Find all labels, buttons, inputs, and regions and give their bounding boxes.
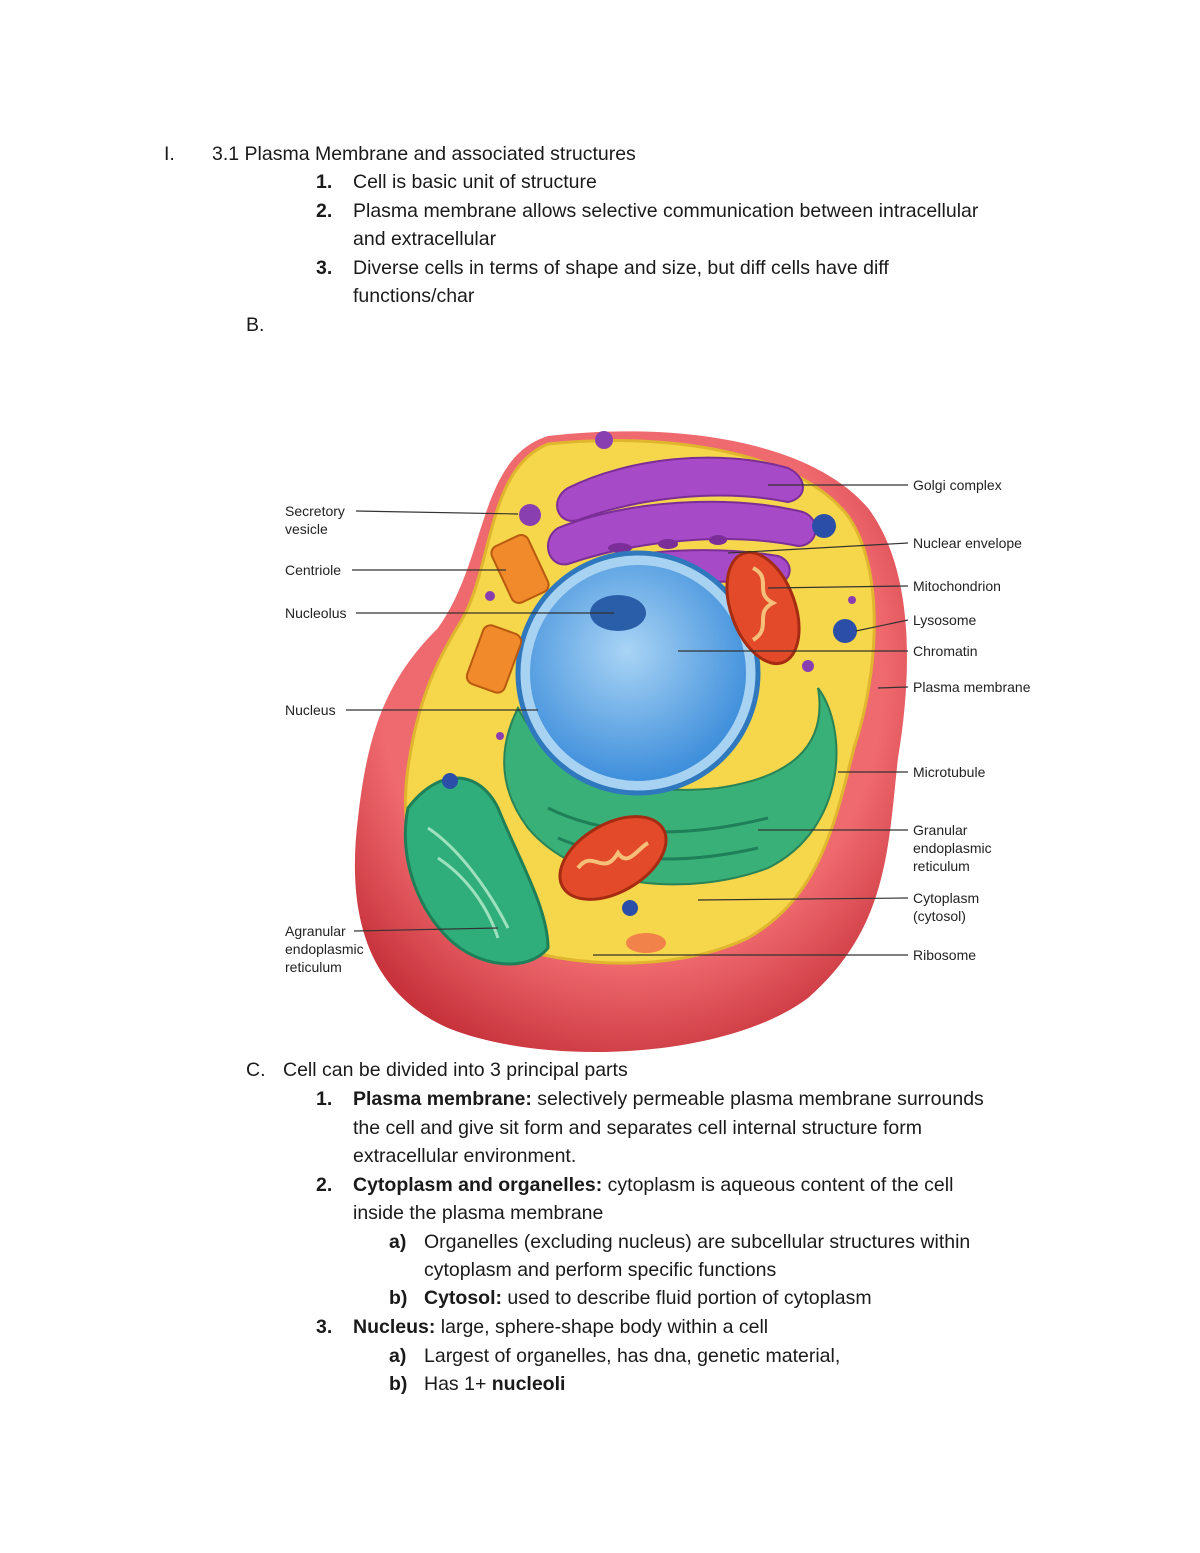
label-centriole: Centriole	[285, 562, 341, 578]
sub-item-marker: a)	[389, 1345, 407, 1367]
label-lysosome: Lysosome	[913, 612, 977, 628]
mitochondrion-shape-2	[558, 815, 668, 901]
list-item-number: 1.	[316, 1088, 333, 1110]
list-item-text: Nucleus: large, sphere-shape body within…	[353, 1313, 768, 1341]
list-item-text: Diverse cells in terms of shape and size…	[353, 257, 889, 279]
section-c-title: Cell can be divided into 3 principal par…	[283, 1059, 628, 1081]
list-item-number: 1.	[316, 171, 333, 193]
agranular-er	[403, 776, 550, 966]
list-item-text: Plasma membrane allows selective communi…	[353, 200, 979, 222]
list-item-number: 3.	[316, 257, 333, 279]
term-cytosol: Cytosol:	[424, 1287, 502, 1309]
label-granular-er-line3: reticulum	[913, 858, 970, 874]
term-nucleoli: nucleoli	[491, 1373, 566, 1395]
definition-text: large, sphere-shape body within a cell	[435, 1316, 769, 1338]
mitochondrion-shape	[725, 550, 801, 666]
section-i-marker: I.	[164, 143, 175, 165]
nucleolus-shape	[590, 595, 646, 631]
sub-item-text: Has 1+ nucleoli	[424, 1370, 565, 1398]
label-agranular-er-line2: endoplasmic	[285, 941, 364, 957]
label-cytoplasm: Cytoplasm	[913, 890, 979, 906]
label-microtubule: Microtubule	[913, 764, 986, 780]
sub-item-marker: a)	[389, 1231, 407, 1253]
sub-b-marker: B.	[246, 314, 265, 336]
list-item-text: Cell is basic unit of structure	[353, 171, 597, 193]
definition-text: cytoplasm is aqueous content of the cell	[602, 1174, 954, 1196]
definition-text: used to describe fluid portion of cytopl…	[502, 1287, 872, 1309]
label-agranular-er-line3: reticulum	[285, 959, 342, 975]
list-item-number: 3.	[316, 1316, 333, 1338]
sub-item-text-cont: cytoplasm and perform specific functions	[424, 1259, 777, 1281]
label-nuclear-envelope: Nuclear envelope	[913, 535, 1022, 551]
term-plasma-membrane: Plasma membrane:	[353, 1088, 532, 1110]
sub-item-plain: Has 1+	[424, 1373, 492, 1395]
list-item-text-cont: inside the plasma membrane	[353, 1202, 604, 1224]
term-cytoplasm-organelles: Cytoplasm and organelles:	[353, 1174, 603, 1196]
label-secretory-vesicle: Secretory	[285, 503, 345, 519]
sub-item-text: Organelles (excluding nucleus) are subce…	[424, 1231, 971, 1253]
lysosome-shape	[833, 619, 857, 643]
label-mitochondrion: Mitochondrion	[913, 578, 1001, 594]
label-ribosome: Ribosome	[913, 947, 976, 963]
cell-diagram: Secretory vesicle Centriole Nucleolus Nu…	[285, 431, 1031, 1052]
term-nucleus: Nucleus:	[353, 1316, 436, 1338]
sub-item-text: Largest of organelles, has dna, genetic …	[424, 1345, 841, 1367]
label-golgi-complex: Golgi complex	[913, 477, 1002, 493]
section-c-marker: C.	[246, 1059, 266, 1081]
list-item-text-cont: extracellular environment.	[353, 1145, 577, 1167]
list-item-text-cont: the cell and give sit form and separates…	[353, 1117, 923, 1139]
sub-item-marker: b)	[389, 1373, 408, 1395]
list-item-number: 2.	[316, 1174, 333, 1196]
label-secretory-vesicle-line2: vesicle	[285, 521, 328, 537]
definition-text: selectively permeable plasma membrane su…	[531, 1088, 984, 1110]
label-chromatin: Chromatin	[913, 643, 978, 659]
label-nucleolus: Nucleolus	[285, 605, 346, 621]
label-cytoplasm-line2: (cytosol)	[913, 908, 966, 924]
list-item-text-cont: functions/char	[353, 285, 475, 307]
list-item-text: Cytoplasm and organelles: cytoplasm is a…	[353, 1171, 953, 1199]
label-granular-er: Granular	[913, 822, 968, 838]
centriole-shape	[465, 534, 550, 694]
label-plasma-membrane: Plasma membrane	[913, 679, 1031, 695]
label-granular-er-line2: endoplasmic	[913, 840, 992, 856]
label-agranular-er: Agranular	[285, 923, 346, 939]
label-nucleus: Nucleus	[285, 702, 336, 718]
section-i-title: 3.1 Plasma Membrane and associated struc…	[212, 143, 636, 165]
sub-item-text: Cytosol: used to describe fluid portion …	[424, 1284, 872, 1312]
list-item-text: Plasma membrane: selectively permeable p…	[353, 1085, 984, 1113]
sub-item-marker: b)	[389, 1287, 408, 1309]
list-item-text-cont: and extracellular	[353, 228, 497, 250]
list-item-number: 2.	[316, 200, 333, 222]
